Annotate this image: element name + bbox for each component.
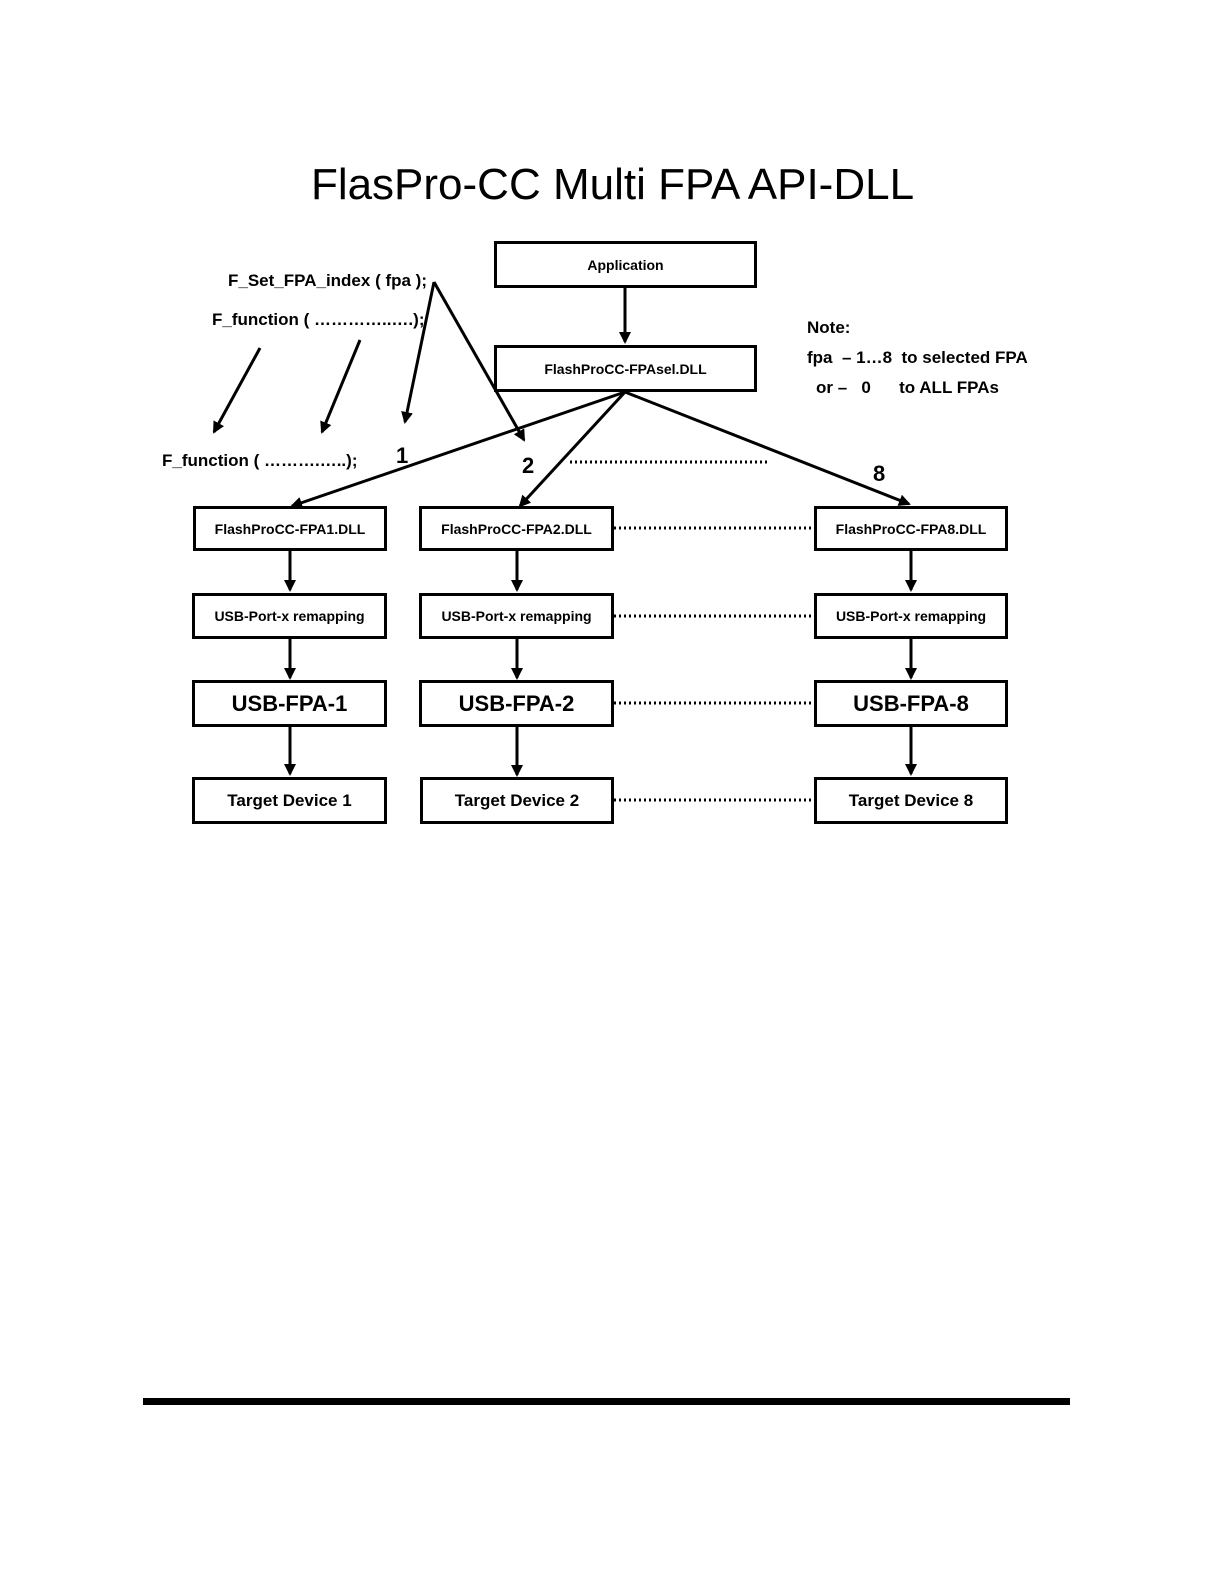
fpa-number-2: 2 — [522, 453, 535, 478]
footer-rule — [143, 1398, 1070, 1405]
target-device-8-box: Target Device 8 — [814, 777, 1008, 824]
fpa-number-1: 1 — [396, 443, 409, 468]
arrow-function-left — [212, 347, 262, 434]
arrow-function-right — [320, 339, 362, 434]
arrow-sel-to-fpa1 — [290, 390, 626, 509]
usb-fpa-2-box: USB-FPA-2 — [419, 680, 614, 727]
fpa1-dll-box: FlashProCC-FPA1.DLL — [193, 506, 387, 551]
arrow-setindex-to-1 — [401, 281, 436, 424]
set-index-label: F_Set_FPA_index ( fpa ); — [228, 271, 427, 290]
fpasel-dll-box: FlashProCC-FPAsel.DLL — [494, 345, 757, 392]
application-box: Application — [494, 241, 757, 288]
page-title: FlasPro-CC Multi FPA API-DLL — [310, 160, 915, 209]
note-line-2: or – 0 to ALL FPAs — [816, 378, 999, 397]
target-device-1-box: Target Device 1 — [192, 777, 387, 824]
function-label-bottom: F_function ( ……….…..); — [162, 451, 358, 470]
usb-fpa-1-box: USB-FPA-1 — [192, 680, 387, 727]
usb-fpa-8-box: USB-FPA-8 — [814, 680, 1008, 727]
arrow-sel-to-fpa2 — [518, 390, 627, 508]
target-device-2-box: Target Device 2 — [420, 777, 614, 824]
remap-box-1: USB-Port-x remapping — [192, 593, 387, 639]
fpa2-dll-box: FlashProCC-FPA2.DLL — [419, 506, 614, 551]
note-heading: Note: — [807, 318, 851, 337]
note-line-1: fpa – 1…8 to selected FPA — [807, 348, 1028, 367]
arrow-sel-to-fpa8 — [624, 390, 911, 506]
remap-box-2: USB-Port-x remapping — [419, 593, 614, 639]
fpa-number-8: 8 — [873, 461, 886, 486]
remap-box-8: USB-Port-x remapping — [814, 593, 1008, 639]
fpa8-dll-box: FlashProCC-FPA8.DLL — [814, 506, 1008, 551]
arrow-setindex-to-2 — [432, 281, 526, 442]
function-label-top: F_function ( …………..….); — [212, 310, 425, 329]
